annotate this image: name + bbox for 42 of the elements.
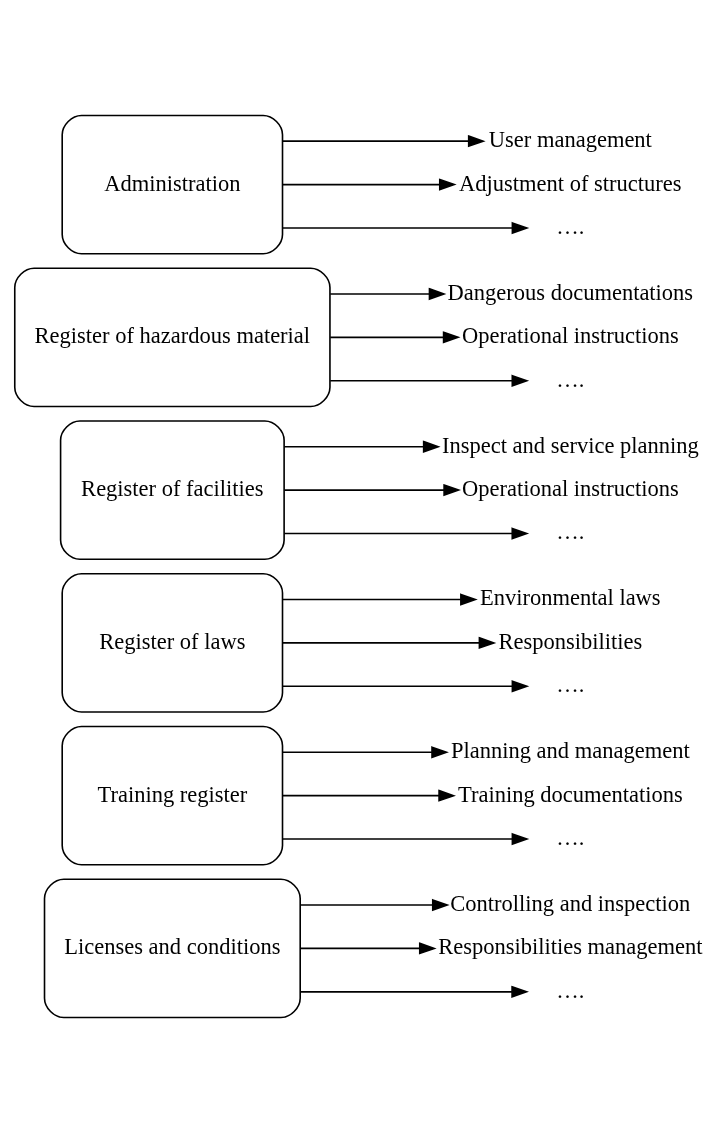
node-text: Operational instructions [461, 323, 679, 349]
node-text: Operational instructions [461, 476, 679, 502]
arrow [329, 331, 461, 344]
node-text: …. [556, 825, 585, 851]
arrow [281, 636, 497, 650]
node-text: Environmental laws [480, 585, 661, 611]
node-text: Planning and management [451, 738, 690, 764]
node-text: …. [556, 519, 585, 545]
arrow [281, 680, 530, 693]
node-text: …. [556, 672, 585, 698]
arrow [299, 985, 529, 999]
node-text: Dangerous documentations [447, 279, 694, 305]
node-box: Administration [61, 114, 284, 255]
arrow [281, 746, 449, 759]
arrow [283, 483, 461, 497]
arrow [299, 898, 450, 912]
arrow [329, 374, 530, 387]
node-text: Controlling and inspection [450, 890, 691, 916]
node-text: Responsibilities [498, 628, 643, 654]
node-box: Register of laws [61, 572, 284, 713]
arrow [283, 527, 530, 540]
arrow [329, 287, 447, 301]
node-text: Training documentations [457, 781, 683, 807]
arrow [281, 832, 530, 846]
arrow [281, 178, 457, 191]
arrow [299, 942, 437, 955]
node-text: Adjustment of structures [459, 170, 682, 196]
arrow [281, 221, 530, 235]
node-box: Register of facilities [59, 420, 285, 561]
node-text: Inspect and service planning [441, 432, 699, 458]
node-text: …. [556, 213, 585, 239]
node-text: Responsibilities management [438, 934, 703, 960]
arrow [281, 789, 456, 802]
arrow [283, 440, 441, 453]
node-text: …. [556, 366, 585, 392]
node-text: …. [556, 977, 585, 1003]
arrow [281, 593, 478, 606]
node-box: Training register [61, 725, 284, 866]
node-box: Register of hazardous material [13, 267, 331, 408]
node-text: User management [488, 127, 652, 153]
node-box: Licenses and conditions [43, 878, 301, 1019]
arrow [281, 134, 486, 148]
